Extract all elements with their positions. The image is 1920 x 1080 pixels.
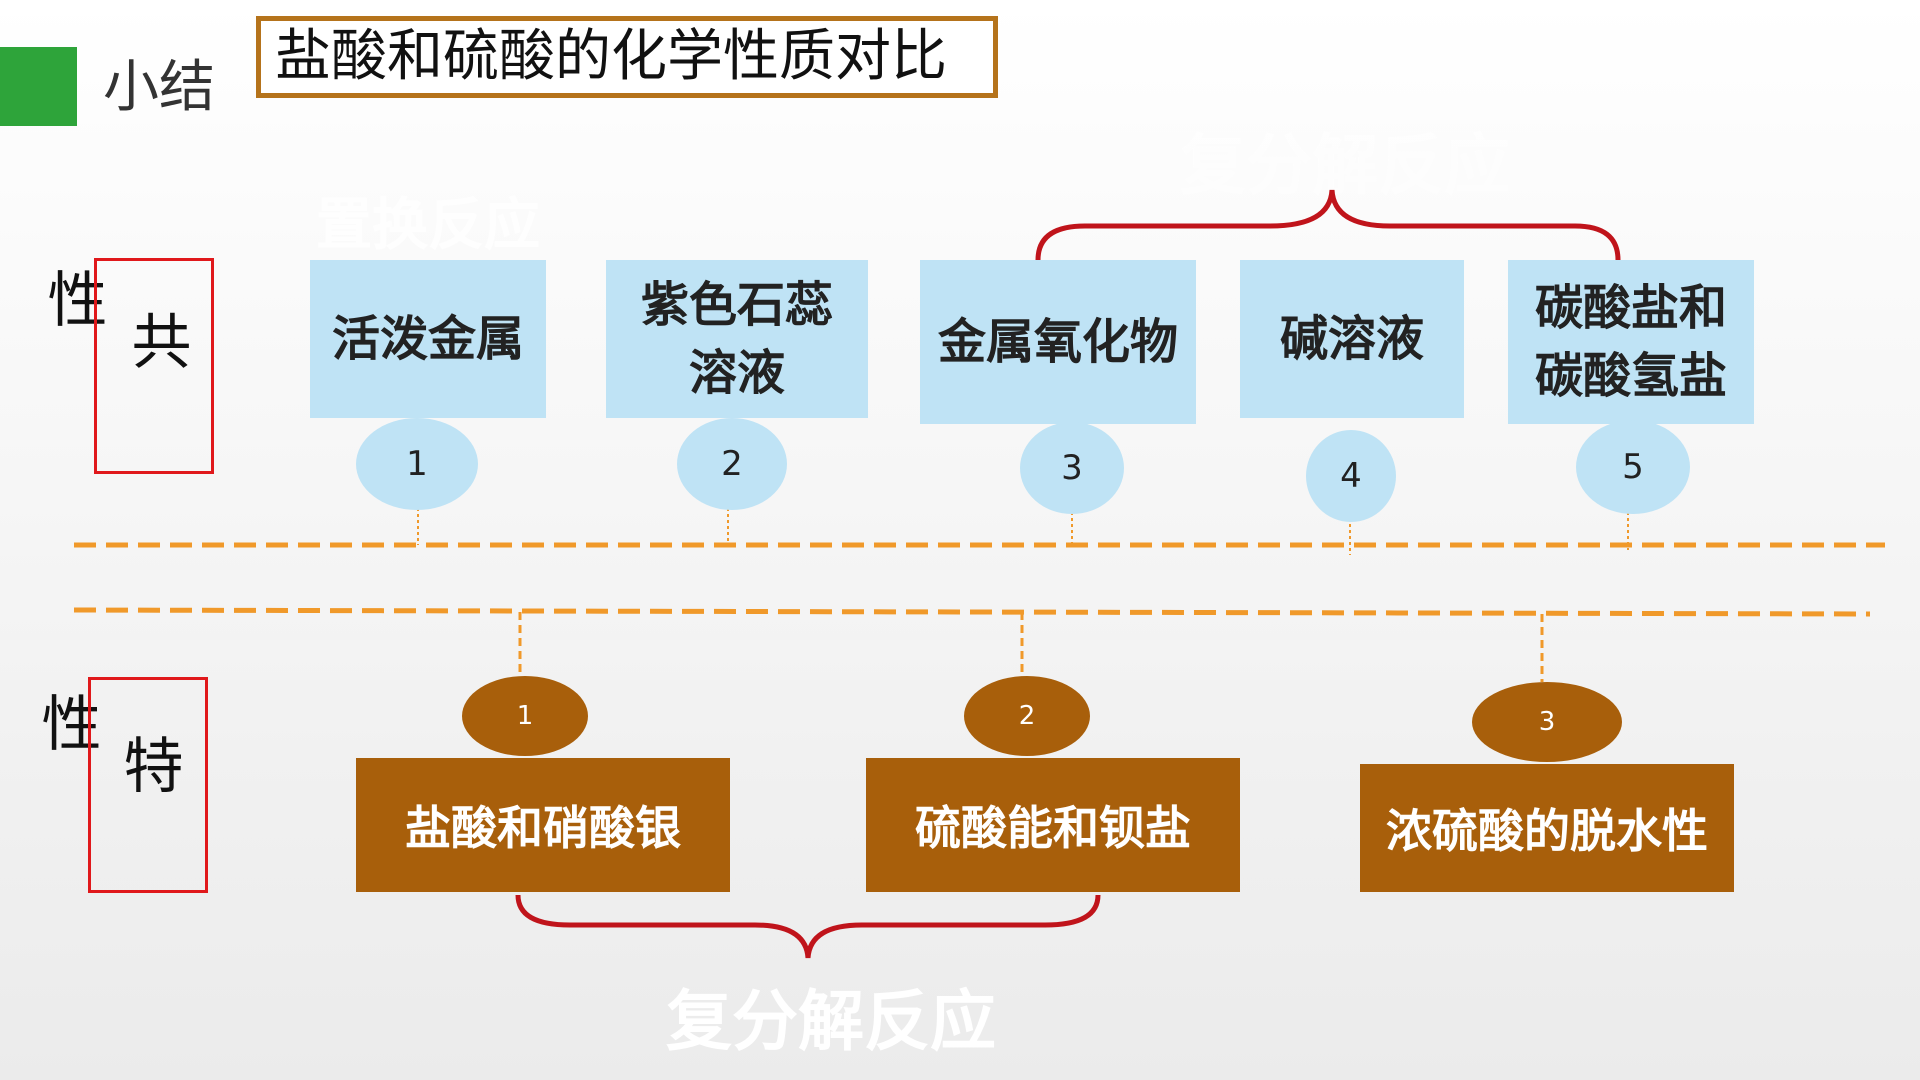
special-label-inside: 特 <box>113 734 183 794</box>
common-item-5: 碳酸盐和 碳酸氢盐 <box>1508 260 1754 424</box>
special-num-1: 1 <box>462 676 588 756</box>
special-num-3: 3 <box>1472 682 1622 762</box>
special-num-2: 2 <box>964 676 1090 756</box>
special-item-3-label: 浓硫酸的脱水性 <box>1386 804 1708 858</box>
special-label-outside: 性 <box>31 692 101 752</box>
summary-label: 小结 <box>103 55 215 120</box>
divider-line-bottom <box>73 607 1871 617</box>
ghost-label-left: 置换反应 <box>316 193 540 258</box>
common-item-2: 紫色石蕊 溶液 <box>606 260 868 418</box>
common-num-1: 1 <box>356 418 478 510</box>
common-num-4: 4 <box>1306 430 1396 522</box>
common-label-outside: 性 <box>37 268 107 328</box>
common-label-inside: 共 <box>121 310 191 370</box>
special-item-2: 硫酸能和钡盐 <box>866 758 1240 892</box>
accent-block <box>0 47 77 126</box>
common-label-box <box>94 258 214 474</box>
common-item-3-label: 金属氧化物 <box>937 314 1178 370</box>
brace-label-bottom: 复分解反应 <box>666 983 996 1060</box>
common-num-5: 5 <box>1576 420 1690 514</box>
special-item-1-label: 盐酸和硝酸银 <box>405 801 681 855</box>
brace-top <box>1035 189 1621 261</box>
common-item-1: 活泼金属 <box>310 260 546 418</box>
page-title: 盐酸和硫酸的化学性质对比 <box>256 16 998 98</box>
common-item-5-label: 碳酸盐和 碳酸氢盐 <box>1534 280 1727 404</box>
common-item-4: 碱溶液 <box>1240 260 1464 418</box>
brace-bottom <box>515 894 1101 959</box>
special-label-box <box>88 677 208 893</box>
special-item-2-label: 硫酸能和钡盐 <box>915 801 1191 855</box>
brace-label-top: 复分解反应 <box>1180 127 1510 204</box>
common-num-3: 3 <box>1020 422 1124 514</box>
special-item-3: 浓硫酸的脱水性 <box>1360 764 1734 892</box>
special-item-1: 盐酸和硝酸银 <box>356 758 730 892</box>
common-item-3: 金属氧化物 <box>920 260 1196 424</box>
common-item-4-label: 碱溶液 <box>1279 311 1424 367</box>
common-item-2-label: 紫色石蕊 溶液 <box>640 277 833 401</box>
common-num-2: 2 <box>677 418 787 510</box>
common-item-1-label: 活泼金属 <box>331 311 524 367</box>
